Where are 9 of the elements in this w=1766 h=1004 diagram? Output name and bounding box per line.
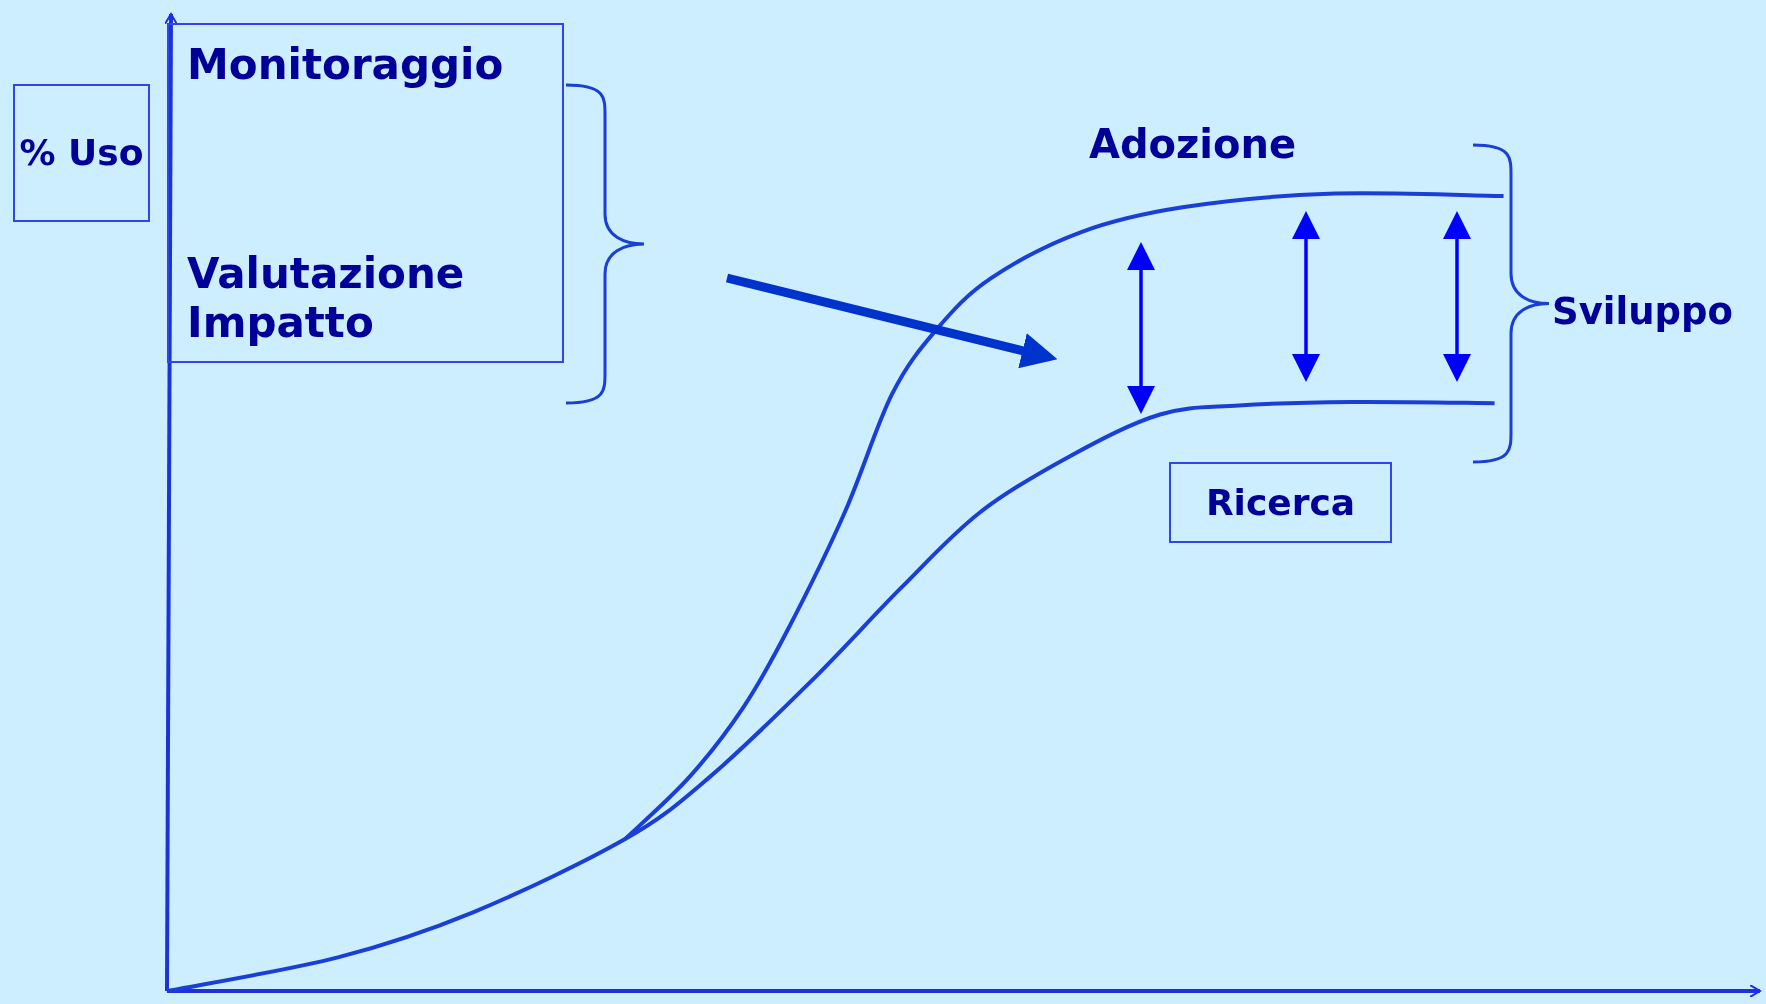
box-text: Ricerca (1205, 480, 1356, 525)
text-box (1169, 462, 1392, 543)
box-text: % Uso (19, 131, 144, 175)
text-box (13, 84, 150, 222)
text-box (167, 23, 564, 363)
box-text: Monitoraggio (187, 41, 505, 90)
curve-label: Adozione (1089, 120, 1297, 169)
brace-label: Sviluppo (1552, 289, 1733, 335)
box-text: Valutazione Impatto (187, 250, 466, 347)
